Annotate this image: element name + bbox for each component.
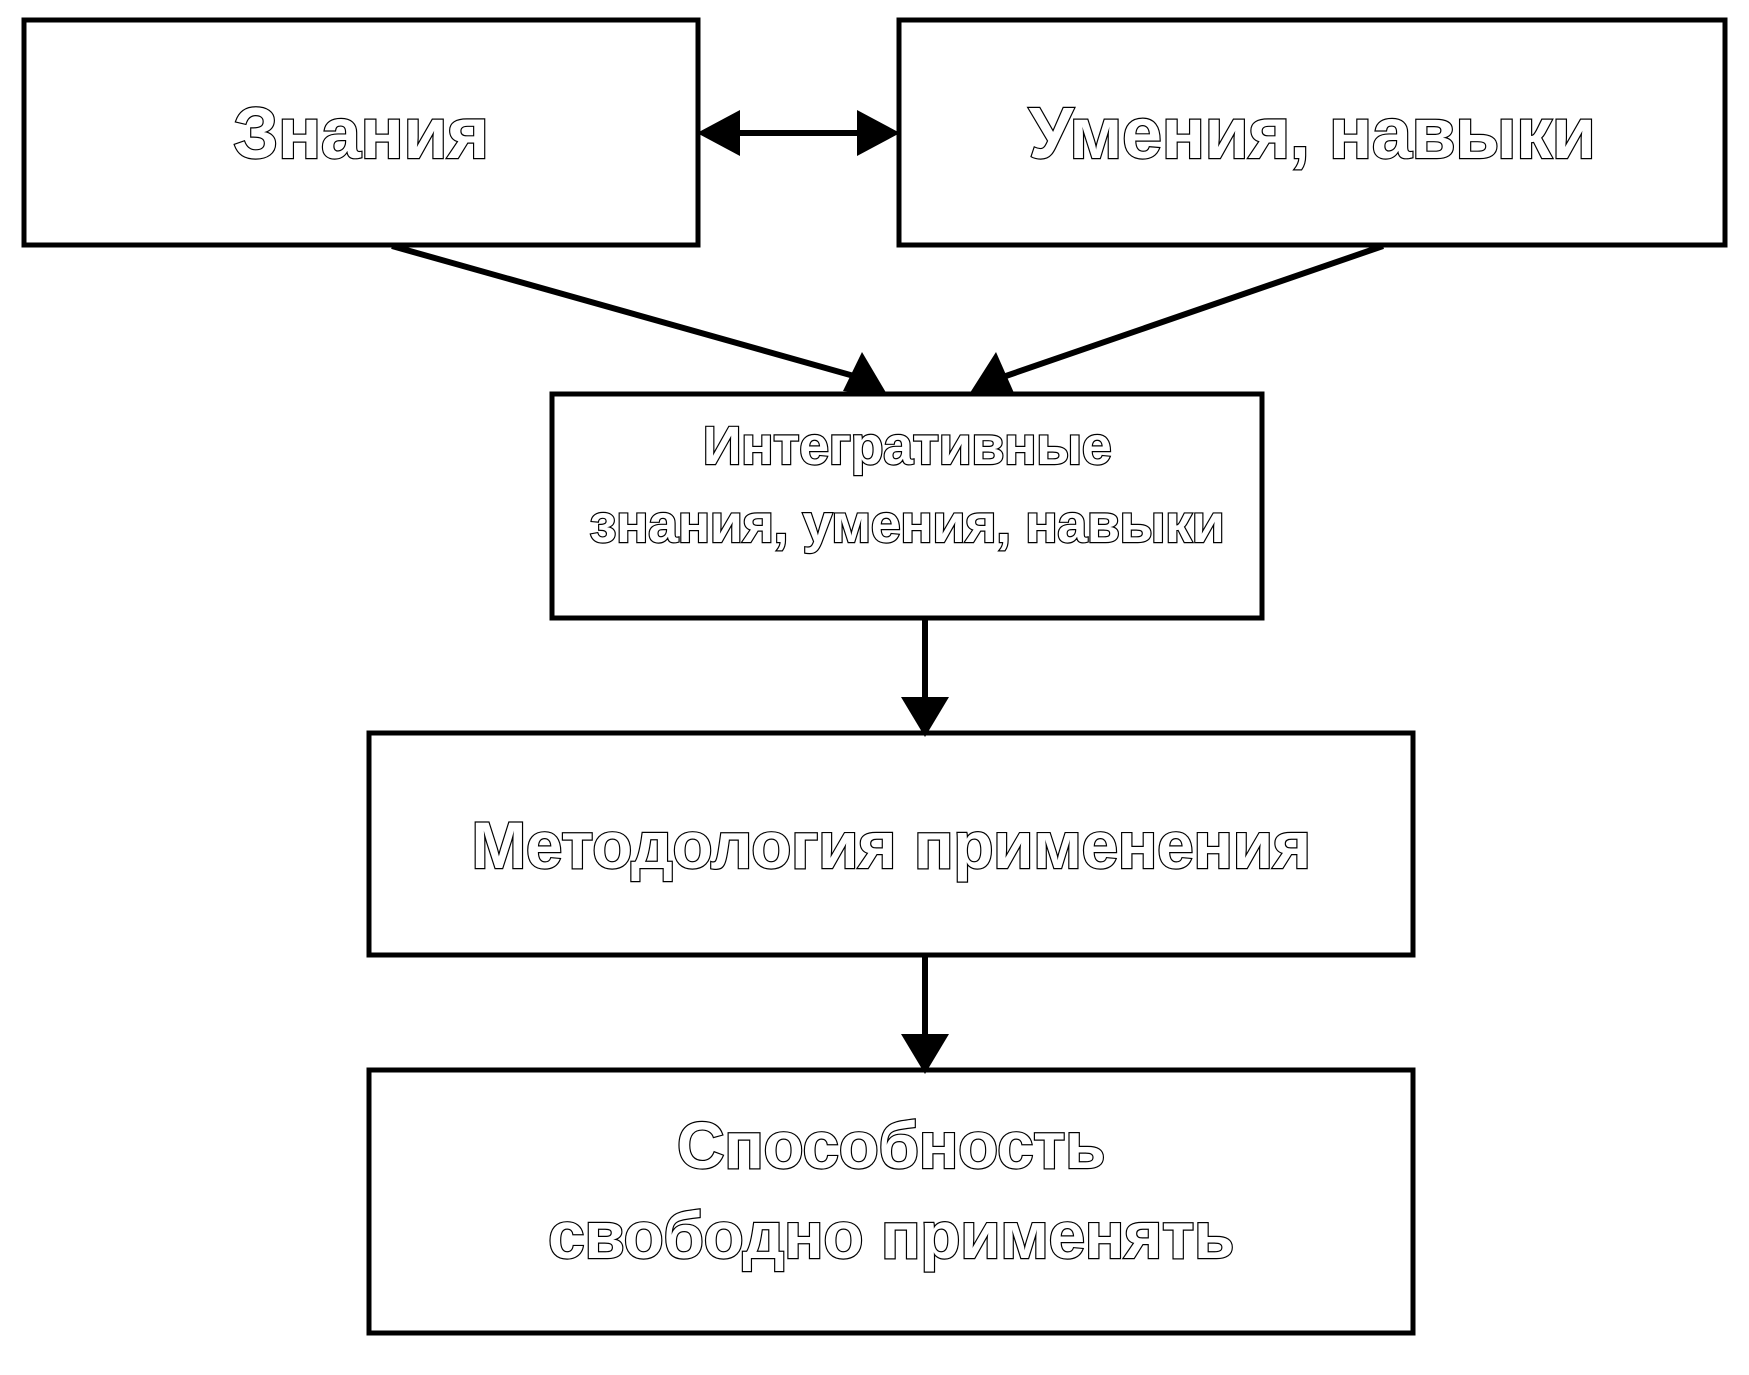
arrowhead-down-icon-1 bbox=[901, 697, 949, 737]
node-ability-label-line1: Способность bbox=[677, 1108, 1105, 1182]
node-methodology-label: Методология применения bbox=[471, 808, 1310, 882]
connector-skills-integrative-line bbox=[999, 243, 1384, 381]
arrowhead-down-icon-2 bbox=[901, 1034, 949, 1074]
connector-knowledge-integrative-line bbox=[391, 243, 862, 381]
node-integrative-label-line2: знания, умения, навыки bbox=[590, 494, 1225, 554]
node-knowledge-label: Знания bbox=[233, 94, 488, 174]
node-integrative[interactable]: Интегративные знания, умения, навыки bbox=[549, 391, 1265, 621]
node-skills-box[interactable] bbox=[896, 17, 1728, 248]
node-ability-label-line2: свободно применять bbox=[548, 1198, 1234, 1272]
node-methodology[interactable]: Методология применения bbox=[366, 730, 1416, 958]
arrowhead-down-left-icon bbox=[968, 352, 1014, 396]
node-ability-box[interactable] bbox=[366, 1067, 1416, 1336]
node-knowledge-box[interactable] bbox=[21, 17, 701, 248]
connector-knowledge-integrative bbox=[391, 243, 888, 396]
arrowhead-right-icon bbox=[857, 110, 900, 156]
node-skills-label: Умения, навыки bbox=[1029, 94, 1596, 174]
connector-skills-integrative bbox=[968, 243, 1384, 396]
node-ability[interactable]: Способность свободно применять bbox=[366, 1067, 1416, 1336]
connector-integrative-methodology bbox=[901, 618, 949, 737]
arrowhead-down-right-icon bbox=[843, 352, 888, 396]
node-skills[interactable]: Умения, навыки bbox=[896, 17, 1728, 248]
node-knowledge[interactable]: Знания bbox=[21, 17, 701, 248]
node-integrative-label-line1: Интегративные bbox=[703, 416, 1112, 476]
arrowhead-left-icon bbox=[697, 110, 740, 156]
connector-methodology-ability bbox=[901, 955, 949, 1074]
connector-knowledge-skills bbox=[697, 110, 900, 156]
node-methodology-box[interactable] bbox=[366, 730, 1416, 958]
node-integrative-box[interactable] bbox=[549, 391, 1265, 621]
